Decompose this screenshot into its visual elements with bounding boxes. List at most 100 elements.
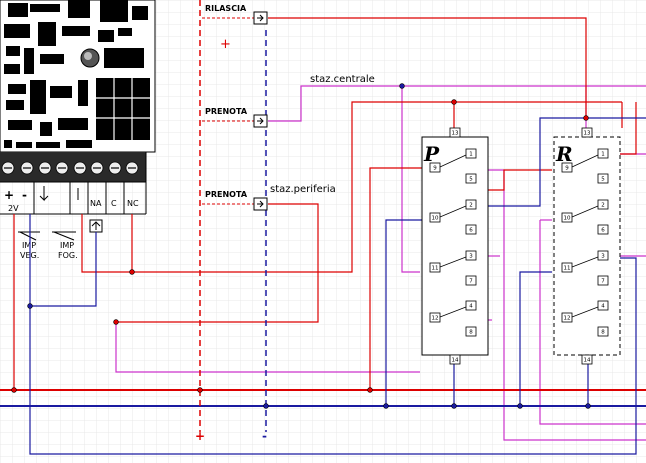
junction-dot (517, 403, 523, 409)
relay_r-contact-1 (571, 205, 599, 218)
relay_r-pin-r0: 1 (601, 152, 605, 158)
prenota-label-1: PRENOTA (205, 107, 248, 116)
relay_r-pin-l3: 12 (564, 316, 571, 322)
junction-dot (11, 387, 17, 393)
relay_p-contact-1 (439, 205, 467, 218)
relay_r-pin-r2-box (597, 199, 609, 210)
relay_p-pin-r7: 8 (469, 330, 473, 336)
relay_r-name: R (555, 142, 573, 166)
relay_r-pin-l2: 11 (564, 266, 571, 272)
rilascia-label: RILASCIA (205, 4, 247, 13)
junction-dot (113, 319, 119, 325)
switch-2-label-a: IMP (60, 241, 74, 250)
prenota-button-2[interactable] (253, 197, 268, 211)
relay_r-pin-r5-box (597, 275, 609, 286)
relay_p-pin-r3-box (465, 224, 477, 235)
relay_p-pin-r2: 2 (469, 203, 473, 209)
relay_p-pin-l2-box (429, 262, 441, 273)
relay_p-pin-bottom-box (449, 354, 461, 365)
junction-dot (451, 99, 457, 105)
red-rail-plus: + (195, 429, 205, 443)
relay_p-pin-r1-box (465, 173, 477, 184)
junction-dot (583, 115, 589, 121)
relay_r-pin-l2-box (561, 262, 573, 273)
relay_p-pin-l1-box (429, 212, 441, 223)
relay_p-pin-r2-box (465, 199, 477, 210)
relay_r-pin-l1-box (561, 212, 573, 223)
relay_r-pin-r3: 6 (601, 228, 605, 234)
relay_p-contact-0 (439, 154, 467, 168)
relay_p-contact-3 (439, 306, 467, 318)
prenota-label-2: PRENOTA (205, 190, 248, 199)
junction-dot (585, 403, 591, 409)
relay_r-pin-r2: 2 (601, 203, 605, 209)
relay_r-pin-l0: 9 (565, 166, 569, 172)
relay_p-contact-2 (439, 256, 467, 268)
relay_r-pin-r5: 7 (601, 279, 605, 285)
terminal-na-label: NA (90, 199, 102, 208)
relay_p-pin-r7-box (465, 326, 477, 337)
relay_r-pin-r4-box (597, 250, 609, 261)
relay_r-pin-r6-box (597, 300, 609, 311)
relay_p-pin-r4-box (465, 250, 477, 261)
relay_r-contact-0 (571, 154, 599, 168)
prenota-button-1[interactable] (253, 114, 268, 128)
terminal-nc-label: NC (127, 199, 139, 208)
relay_p-pin-r4: 3 (469, 254, 473, 260)
red-wires (13, 17, 637, 390)
red-cross-mark: + (220, 37, 231, 52)
relay_p-pin-r3: 6 (469, 228, 473, 234)
junction-dots (11, 83, 591, 409)
relay_r-pin-bottom-box (581, 354, 593, 365)
relay_r-contact-3 (571, 306, 599, 318)
relay_r-pin-r0-box (597, 148, 609, 159)
relay_p-pin-l3: 12 (432, 316, 439, 322)
junction-dot (367, 387, 373, 393)
junction-dot (27, 303, 33, 309)
staz-periferia-label: staz.periferia (270, 184, 336, 195)
terminal-minus-label: - (22, 188, 27, 202)
relay_p-pin-l2: 11 (432, 266, 439, 272)
blue-wires (29, 117, 646, 455)
magenta-wires (115, 85, 646, 441)
rilascia-button[interactable] (253, 11, 268, 25)
relay_p-pin-r5: 7 (469, 279, 473, 285)
rilascia-stub (202, 17, 254, 205)
relay_p-pin-top: 13 (452, 131, 459, 137)
relay_r-pin-r3-box (597, 224, 609, 235)
relay_p-pin-r5-box (465, 275, 477, 286)
relay_p-pin-bottom: 14 (452, 358, 459, 364)
relay_r-pin-r6: 4 (601, 304, 605, 310)
terminal-2v-label: 2V (8, 204, 19, 213)
controller-board: + - 2V NA C NC IMP VEG. IMP FOG. (0, 0, 156, 260)
relay_p-name: P (423, 142, 440, 166)
relay_r-pin-r7: 8 (601, 330, 605, 336)
junction-dot (399, 83, 405, 89)
relay_p-pin-r6-box (465, 300, 477, 311)
relay_r-pin-r7-box (597, 326, 609, 337)
relay_r-pin-top-box (581, 127, 593, 138)
switch-1-label-a: IMP (22, 241, 36, 250)
relay_r-contact-2 (571, 256, 599, 268)
relay_r-pin-l3-box (561, 312, 573, 323)
relay_p-pin-r0: 1 (469, 152, 473, 158)
relay_r-pin-l0-box (561, 162, 573, 173)
relay_r-pin-r4: 3 (601, 254, 605, 260)
relay_p-pin-l1: 10 (432, 216, 439, 222)
relay_p-pin-l0: 9 (433, 166, 437, 172)
relay_r-pin-l1: 10 (564, 216, 571, 222)
staz-centrale-label: staz.centrale (310, 74, 375, 85)
relay_r-pin-r1: 5 (601, 177, 605, 183)
relay_p-pin-l0-box (429, 162, 441, 173)
junction-dot (263, 403, 269, 409)
terminal-plus-label: + (4, 188, 14, 202)
relay_p-pin-r0-box (465, 148, 477, 159)
relay_r-pin-bottom: 14 (584, 358, 591, 364)
junction-dot (383, 403, 389, 409)
junction-dot (129, 269, 135, 275)
relay_r-pin-r1-box (597, 173, 609, 184)
relay_p-pin-r6: 4 (469, 304, 473, 310)
